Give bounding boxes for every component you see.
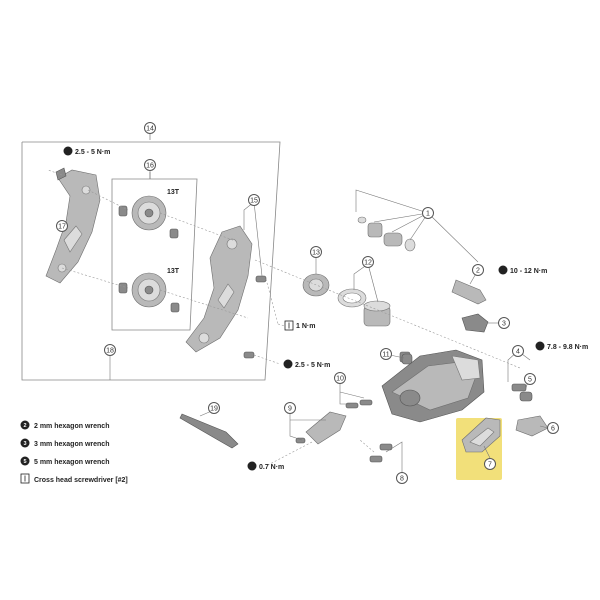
svg-text:2.5 - 5 N·m: 2.5 - 5 N·m <box>295 362 330 369</box>
torque-right-upper: 5 10 - 12 N·m <box>498 265 547 275</box>
svg-text:2 mm hexagon wrench: 2 mm hexagon wrench <box>34 423 109 430</box>
assembly-axis-lines <box>47 169 521 466</box>
svg-text:6: 6 <box>551 426 555 433</box>
lower-pulley-teeth: 13T <box>167 268 180 275</box>
callout-10: 10 <box>334 372 346 384</box>
legend-item-5mm: 5 5 mm hexagon wrench <box>20 456 109 466</box>
svg-text:5: 5 <box>528 377 532 384</box>
end-plate <box>515 415 549 437</box>
torque-mid: 3 2.5 - 5 N·m <box>283 359 330 369</box>
svg-text:1 N·m: 1 N·m <box>296 323 315 330</box>
svg-text:3: 3 <box>502 321 506 328</box>
svg-text:17: 17 <box>58 224 66 231</box>
svg-text:2: 2 <box>23 423 26 429</box>
lower-pulley <box>118 272 180 313</box>
legend-item-screwdriver: Cross head screwdriver [#2] <box>20 473 128 484</box>
callout-7: 7 <box>484 458 496 470</box>
spring-cover <box>302 273 330 297</box>
tool-legend: 2 2 mm hexagon wrench 3 3 mm hexagon wre… <box>20 420 128 484</box>
torque-bottom: 2 0.7 N·m <box>247 461 284 471</box>
callout-3: 3 <box>498 317 510 329</box>
callout-19: 19 <box>208 402 220 414</box>
svg-text:Cross head screwdriver [#2]: Cross head screwdriver [#2] <box>34 477 128 484</box>
svg-text:7: 7 <box>488 462 492 469</box>
hex-wrench-icon <box>20 420 30 430</box>
cable-cover <box>461 313 489 333</box>
callout-14: 14 <box>144 122 156 134</box>
torque-top-left: 3 2.5 - 5 N·m <box>63 146 110 156</box>
callout-17: 17 <box>56 220 68 232</box>
svg-text:1: 1 <box>426 211 430 218</box>
svg-text:9: 9 <box>288 406 292 413</box>
b-axle-bolt <box>451 279 487 305</box>
callout-5: 5 <box>524 373 536 385</box>
svg-text:14: 14 <box>146 126 154 133</box>
svg-text:10 - 12 N·m: 10 - 12 N·m <box>510 268 547 275</box>
hex-wrench-icon <box>20 438 30 448</box>
svg-text:5: 5 <box>538 343 542 350</box>
hex-wrench-icon <box>498 265 508 275</box>
svg-text:12: 12 <box>364 260 372 267</box>
svg-text:3 mm hexagon wrench: 3 mm hexagon wrench <box>34 441 109 448</box>
upper-pulley-teeth: 13T <box>167 189 180 196</box>
hex-wrench-icon <box>247 461 257 471</box>
tool-19 <box>179 413 239 449</box>
small-cap-11 <box>401 353 413 365</box>
svg-text:18: 18 <box>106 348 114 355</box>
link-parts <box>295 411 347 445</box>
cage-bolts <box>243 275 267 359</box>
svg-text:11: 11 <box>382 352 389 359</box>
svg-text:4: 4 <box>516 349 520 356</box>
svg-text:10: 10 <box>336 376 344 383</box>
callout-8: 8 <box>396 472 408 484</box>
callout-2: 2 <box>472 264 484 276</box>
svg-text:8: 8 <box>400 476 404 483</box>
callout-6: 6 <box>547 422 559 434</box>
pins-8 <box>369 443 393 463</box>
svg-text:7.8 - 9.8 N·m: 7.8 - 9.8 N·m <box>547 344 588 351</box>
callout-16: 16 <box>144 159 156 171</box>
hex-wrench-icon <box>63 146 73 156</box>
svg-text:3: 3 <box>23 441 26 447</box>
hex-wrench-icon <box>20 456 30 466</box>
rear-derailleur-body <box>381 349 485 423</box>
callout-12: 12 <box>362 256 374 268</box>
legend-item-2mm: 2 2 mm hexagon wrench <box>20 420 109 430</box>
callout-15: 15 <box>248 194 260 206</box>
teeth-labels: 13T 13T <box>167 189 180 275</box>
svg-text:3: 3 <box>66 148 70 155</box>
svg-text:5: 5 <box>501 267 505 274</box>
outer-cage-plate <box>45 167 101 284</box>
axle-parts <box>357 216 416 252</box>
svg-text:2: 2 <box>250 463 254 470</box>
callout-11: 11 <box>380 348 392 360</box>
torque-screw: 1 N·m <box>284 320 315 331</box>
spring-bushings <box>337 288 391 327</box>
svg-text:2: 2 <box>476 268 480 275</box>
hex-wrench-icon <box>283 359 293 369</box>
callout-9: 9 <box>284 402 296 414</box>
svg-text:3: 3 <box>286 361 290 368</box>
highlighted-part-7 <box>456 417 502 480</box>
callout-1: 1 <box>422 207 434 219</box>
callout-13: 13 <box>310 246 322 258</box>
svg-text:15: 15 <box>250 198 258 205</box>
svg-text:5 mm hexagon wrench: 5 mm hexagon wrench <box>34 459 109 466</box>
hex-wrench-icon <box>535 341 545 351</box>
svg-text:5: 5 <box>23 459 26 465</box>
pulley-cage-frame <box>21 133 281 381</box>
svg-text:2.5 - 5 N·m: 2.5 - 5 N·m <box>75 149 110 156</box>
svg-text:19: 19 <box>210 406 218 413</box>
inner-cage-plate <box>185 225 253 353</box>
callout-4: 4 <box>512 345 524 357</box>
upper-pulley <box>118 195 179 239</box>
svg-text:0.7 N·m: 0.7 N·m <box>259 464 284 471</box>
svg-text:13: 13 <box>312 250 320 257</box>
svg-text:16: 16 <box>146 163 154 170</box>
legend-item-3mm: 3 3 mm hexagon wrench <box>20 438 109 448</box>
callout-18: 18 <box>104 344 116 356</box>
adjust-screws <box>511 383 533 402</box>
torque-right-mid: 5 7.8 - 9.8 N·m <box>535 341 588 351</box>
